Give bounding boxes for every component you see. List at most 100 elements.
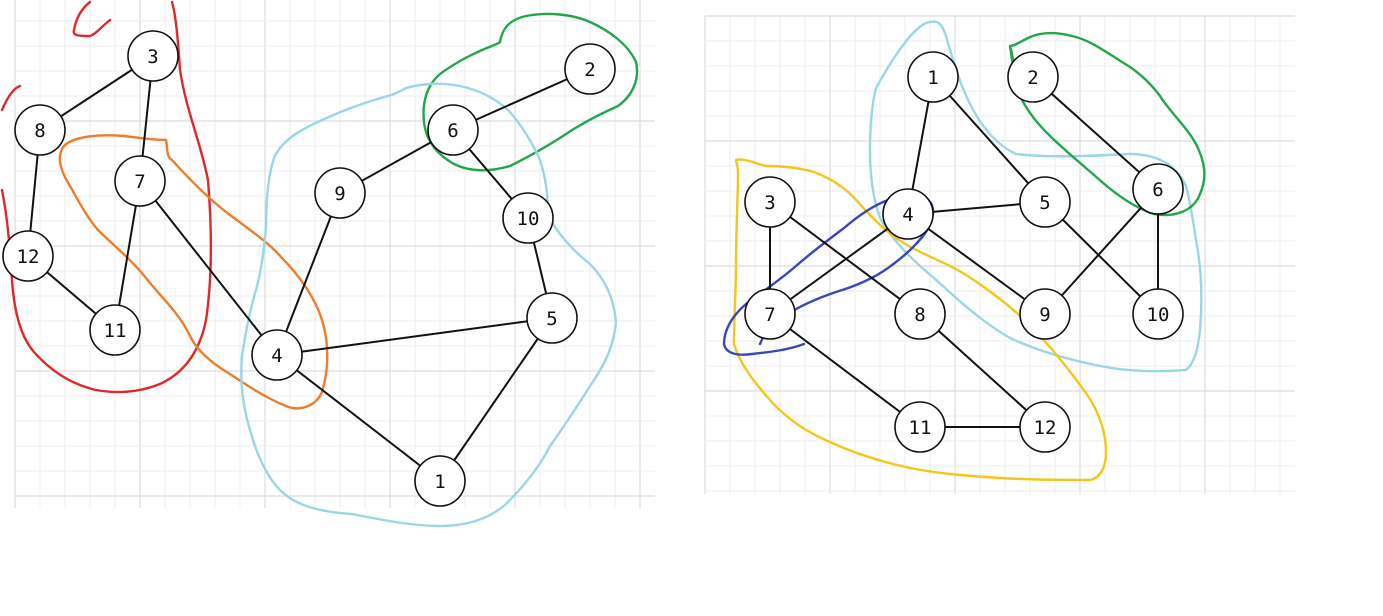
left-node-circle bbox=[14, 104, 66, 156]
left-node-label: 1 bbox=[434, 471, 445, 493]
right-edge-3-8 bbox=[769, 201, 921, 315]
left-node-circle bbox=[127, 30, 179, 82]
right-node-10: 10 bbox=[1132, 288, 1184, 340]
right-edge-1-5 bbox=[932, 76, 1046, 203]
right-node-label: 10 bbox=[1147, 304, 1170, 326]
left-node-circle bbox=[114, 155, 166, 207]
right-node-1: 1 bbox=[907, 51, 959, 103]
right-graph-edges bbox=[769, 76, 1159, 428]
right-node-circle bbox=[1132, 288, 1184, 340]
right-node-5: 5 bbox=[1019, 176, 1071, 228]
right-node-3: 3 bbox=[744, 176, 796, 228]
lightblue-group-outline-right bbox=[868, 20, 1203, 373]
left-node-circle bbox=[251, 329, 303, 381]
left-node-label: 6 bbox=[447, 120, 458, 142]
right-node-9: 9 bbox=[1019, 288, 1071, 340]
left-group-outlines bbox=[0, 0, 639, 528]
right-node-label: 11 bbox=[909, 417, 932, 439]
left-node-6: 6 bbox=[427, 104, 479, 156]
right-node-circle bbox=[894, 401, 946, 453]
right-edge-8-12 bbox=[919, 313, 1046, 428]
left-node-circle bbox=[314, 167, 366, 219]
right-node-6: 6 bbox=[1132, 163, 1184, 215]
right-node-12: 12 bbox=[1019, 401, 1071, 453]
right-group-outlines bbox=[722, 20, 1206, 482]
left-edge-4-1 bbox=[276, 354, 441, 482]
right-node-circle bbox=[882, 188, 934, 240]
left-node-label: 10 bbox=[517, 208, 540, 230]
right-edge-4-9 bbox=[907, 213, 1046, 315]
right-node-circle bbox=[744, 288, 796, 340]
right-node-4: 4 bbox=[882, 188, 934, 240]
right-node-label: 3 bbox=[764, 192, 775, 214]
left-node-4: 4 bbox=[251, 329, 303, 381]
left-node-1: 1 bbox=[414, 455, 466, 507]
right-node-label: 1 bbox=[927, 67, 938, 89]
right-node-7: 7 bbox=[744, 288, 796, 340]
left-node-label: 5 bbox=[546, 308, 557, 330]
right-edge-2-6 bbox=[1032, 76, 1159, 190]
right-edge-7-11 bbox=[769, 313, 921, 428]
right-node-2: 2 bbox=[1007, 51, 1059, 103]
left-node-circle bbox=[414, 455, 466, 507]
left-node-circle bbox=[526, 292, 578, 344]
right-node-label: 2 bbox=[1027, 67, 1038, 89]
left-edge-7-4 bbox=[139, 180, 278, 356]
left-node-label: 3 bbox=[147, 46, 158, 68]
right-node-circle bbox=[1132, 163, 1184, 215]
left-node-label: 11 bbox=[104, 320, 127, 342]
left-node-label: 4 bbox=[271, 345, 282, 367]
right-edge-4-7 bbox=[769, 213, 909, 315]
right-node-circle bbox=[744, 176, 796, 228]
left-node-7: 7 bbox=[114, 155, 166, 207]
right-node-label: 8 bbox=[914, 304, 925, 326]
left-node-circle bbox=[564, 43, 616, 95]
red-group-outline bbox=[0, 0, 212, 394]
left-node-9: 9 bbox=[314, 167, 366, 219]
right-node-8: 8 bbox=[894, 288, 946, 340]
left-edge-9-4 bbox=[276, 192, 341, 356]
right-node-label: 12 bbox=[1034, 417, 1057, 439]
left-edge-4-5 bbox=[276, 317, 553, 356]
left-node-label: 12 bbox=[17, 246, 40, 268]
left-edge-5-1 bbox=[439, 317, 553, 482]
right-node-label: 4 bbox=[902, 204, 913, 226]
lightblue-group-outline-left bbox=[240, 82, 618, 528]
left-graph-edges bbox=[27, 55, 591, 482]
yellow-group-outline bbox=[732, 158, 1108, 482]
right-node-circle bbox=[1019, 176, 1071, 228]
left-node-circle bbox=[502, 192, 554, 244]
left-node-11: 11 bbox=[89, 304, 141, 356]
left-node-label: 9 bbox=[334, 183, 345, 205]
left-node-12: 12 bbox=[2, 230, 54, 282]
green-group-outline-left bbox=[422, 12, 639, 172]
left-node-8: 8 bbox=[14, 104, 66, 156]
left-node-circle bbox=[89, 304, 141, 356]
left-node-5: 5 bbox=[526, 292, 578, 344]
right-node-circle bbox=[1019, 288, 1071, 340]
right-node-label: 7 bbox=[764, 304, 775, 326]
right-node-circle bbox=[1007, 51, 1059, 103]
left-node-circle bbox=[2, 230, 54, 282]
left-node-10: 10 bbox=[502, 192, 554, 244]
left-node-circle bbox=[427, 104, 479, 156]
left-node-3: 3 bbox=[127, 30, 179, 82]
right-node-label: 9 bbox=[1039, 304, 1050, 326]
right-edge-5-10 bbox=[1044, 201, 1159, 315]
right-node-circle bbox=[894, 288, 946, 340]
orange-group-outline bbox=[58, 134, 329, 410]
right-node-circle bbox=[1019, 401, 1071, 453]
right-node-circle bbox=[907, 51, 959, 103]
right-node-label: 5 bbox=[1039, 192, 1050, 214]
left-node-label: 8 bbox=[34, 120, 45, 142]
right-node-label: 6 bbox=[1152, 179, 1163, 201]
green-group-outline-right bbox=[1008, 32, 1206, 217]
left-node-label: 2 bbox=[584, 59, 595, 81]
right-node-11: 11 bbox=[894, 401, 946, 453]
left-node-label: 7 bbox=[134, 171, 145, 193]
right-edge-6-9 bbox=[1044, 188, 1159, 315]
left-node-2: 2 bbox=[564, 43, 616, 95]
